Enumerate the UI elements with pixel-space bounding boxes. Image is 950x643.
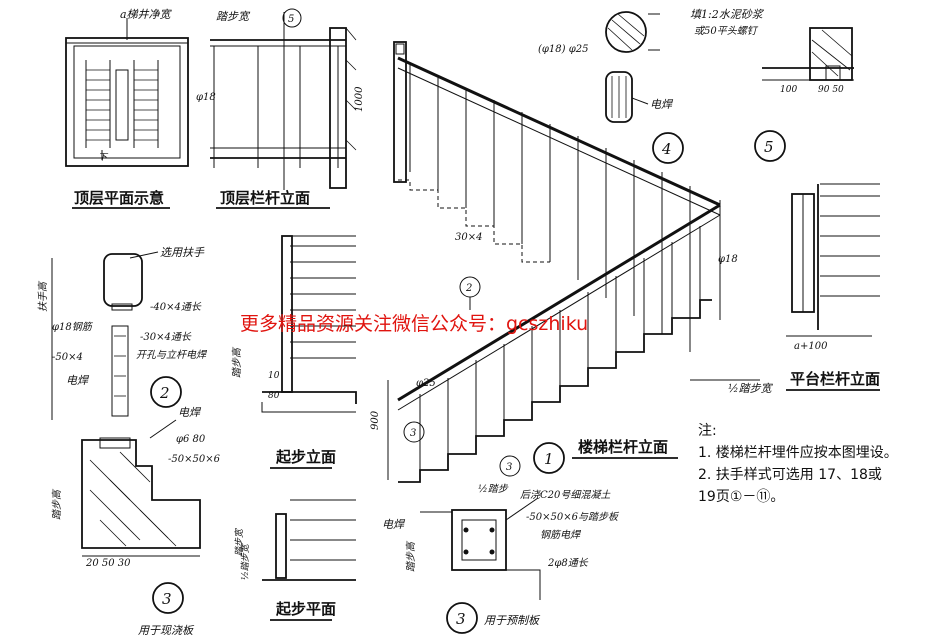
flat-50x4-label: -50×4 — [52, 352, 83, 363]
detail-4: (φ18) φ25 电焊 4 — [538, 11, 684, 164]
top-railing-elevation: 5 φ18 踏步宽 1000 顶层栏杆立面 — [196, 8, 365, 209]
tread-width-top-label: 踏步宽 — [216, 10, 251, 23]
phi6-80-label: φ6 80 — [176, 434, 206, 445]
detail-2: 选用扶手 -40×4通长 -30×4通长 开孔与立杆电焊 φ18钢筋 -50×4… — [37, 246, 208, 420]
phi25-label: φ25 — [416, 378, 436, 389]
post-c20-label: 后浇C20号细混凝土 — [520, 489, 611, 501]
start-plan-title: 起步平面 — [275, 600, 336, 618]
h80-label: 80 — [268, 391, 280, 401]
stair-railing-title: 楼梯栏杆立面 — [578, 438, 668, 456]
weld-label-2: 电焊 — [66, 374, 90, 387]
note-item-2: 2. 扶手样式可选用 17、18或 — [698, 467, 882, 483]
for-precast-label: 用于预制板 — [484, 614, 541, 627]
flat-30x4-label: 30×4 — [455, 232, 482, 243]
svg-text:3: 3 — [410, 428, 416, 439]
notes-block: 注: 1. 楼梯栏杆埋件应按本图埋设。 2. 扶手样式可选用 17、18或 19… — [698, 420, 938, 508]
optional-handrail-label: 选用扶手 — [160, 246, 205, 259]
svg-text:5: 5 — [764, 138, 774, 156]
notes-title: 注: — [698, 423, 717, 439]
height-1000-label: 1000 — [354, 86, 365, 112]
svg-text:3: 3 — [162, 590, 172, 608]
top-plan-view: 下 a梯井净宽 顶层平面示意 — [65, 8, 189, 209]
svg-text:3: 3 — [506, 462, 512, 473]
phi18-rod-label: φ18钢筋 — [52, 321, 94, 333]
d100-label: 100 — [780, 85, 797, 95]
svg-text:2: 2 — [159, 384, 170, 402]
svg-text:4: 4 — [661, 140, 672, 158]
note-item-1: 1. 楼梯栏杆埋件应按本图埋设。 — [698, 445, 898, 461]
step-height-precast-label: 踏步高 — [405, 540, 417, 572]
drill-weld-label: 开孔与立杆电焊 — [136, 349, 208, 361]
weld-label-4: 电焊 — [650, 98, 674, 111]
detail-5: 填1:2水泥砂浆 或50平头螺钉 100 90 50 5 — [690, 8, 854, 162]
detail-3-precast: 后浇C20号细混凝土 -50×50×6与踏步板 钢筋电焊 2φ8通长 电焊 踏步… — [382, 489, 620, 634]
detail-3-cast: 电焊 φ6 80 -50×50×6 踏步高 20 50 30 3 用于现浇板 — [51, 406, 221, 637]
rebar-2phi8-label: 2φ8通长 — [547, 557, 589, 569]
start-elevation: 10 80 踏步高 起步立面 — [231, 235, 357, 469]
down-label: 下 — [98, 153, 109, 163]
landing-railing-elevation: a+100 平台栏杆立面 — [786, 183, 880, 391]
dims-20-50-30-label: 20 50 30 — [85, 558, 131, 569]
phi18-stair-label: φ18 — [718, 254, 738, 265]
svg-text:5: 5 — [288, 14, 294, 25]
phi18-top-label: φ18 — [196, 92, 216, 103]
top-plan-title: 顶层平面示意 — [74, 189, 164, 207]
landing-railing-title: 平台栏杆立面 — [790, 370, 880, 388]
half-tread-plan-label: ½踏步宽 — [240, 542, 251, 580]
start-plan: ½踏步宽 踏步宽 起步平面 — [234, 499, 356, 621]
svg-text:3: 3 — [456, 610, 466, 628]
watermark-text: 更多精品资源关注微信公众号：gcszhiku — [240, 313, 588, 335]
rebar-weld-label: 钢筋电焊 — [540, 529, 582, 541]
h10-label: 10 — [268, 371, 280, 381]
step-height-label: 踏步高 — [231, 346, 243, 378]
d90-50-label: 90 50 — [818, 85, 844, 95]
half-tread-short-label: ½踏步 — [478, 483, 509, 495]
note-item-3: 19页①－⑪。 — [698, 489, 785, 505]
weld-label-3: 电焊 — [178, 406, 202, 419]
angle-plate-label: -50×50×6与踏步板 — [526, 511, 620, 523]
stair-well-label: a梯井净宽 — [120, 8, 173, 21]
stair-railing-elevation: 900 30×4 φ25 φ18 ½踏步宽 2 3 3 ½踏步 1 楼梯栏杆立面 — [370, 41, 774, 495]
for-cast-label: 用于现浇板 — [138, 624, 195, 637]
handrail-height-label: 扶手高 — [37, 280, 49, 312]
sleeve-label: 或50平头螺钉 — [694, 25, 759, 37]
svg-text:2: 2 — [465, 283, 472, 294]
flat-40x4-label: -40×4通长 — [150, 301, 202, 313]
flat-30x4-long-label: -30×4通长 — [140, 331, 192, 343]
phi18-phi25-label: (φ18) φ25 — [538, 44, 588, 55]
height-900-label: 900 — [370, 410, 381, 430]
top-railing-title: 顶层栏杆立面 — [220, 189, 310, 207]
svg-text:1: 1 — [544, 450, 554, 468]
tread-height-label: 踏步高 — [51, 488, 63, 520]
mortar-label: 填1:2水泥砂浆 — [690, 8, 765, 21]
half-tread-label: ½踏步宽 — [728, 382, 774, 395]
angle-50x50x6-label: -50×50×6 — [168, 454, 221, 465]
a-plus-100-label: a+100 — [794, 341, 828, 352]
weld-precast-label: 电焊 — [382, 518, 406, 531]
start-elevation-title: 起步立面 — [275, 448, 336, 466]
tread-width-plan-label: 踏步宽 — [234, 527, 245, 556]
